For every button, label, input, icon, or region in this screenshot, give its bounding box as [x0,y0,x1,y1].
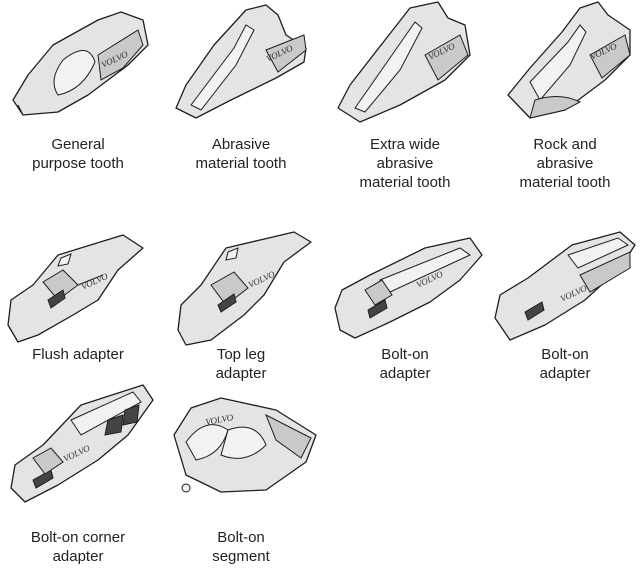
extra-wide-abrasive-tooth-illustration: VOLVO [330,0,480,130]
caption-general-purpose-tooth: General purpose tooth [3,135,153,173]
caption-abrasive-material-tooth: Abrasive material tooth [166,135,316,173]
bolt-on-adapter-2-illustration: VOLVO [490,225,640,355]
caption-flush-adapter: Flush adapter [3,345,153,364]
caption-bolt-on-adapter-1: Bolt-on adapter [330,345,480,383]
caption-rock-abrasive-tooth: Rock and abrasive material tooth [490,135,640,192]
flush-adapter-illustration: VOLVO [3,225,153,355]
bolt-on-segment-illustration: VOLVO [166,380,316,510]
bolt-on-adapter-illustration: VOLVO [330,225,480,355]
caption-bolt-on-segment: Bolt-on segment [166,528,316,566]
abrasive-material-tooth-illustration: VOLVO [166,0,316,130]
bolt-on-corner-adapter-illustration: VOLVO [3,380,153,510]
general-purpose-tooth-illustration: VOLVO [3,0,153,130]
caption-bolt-on-corner-adapter: Bolt-on corner adapter [3,528,153,566]
caption-top-leg-adapter: Top leg adapter [166,345,316,383]
caption-extra-wide-abrasive-tooth: Extra wide abrasive material tooth [330,135,480,192]
rock-abrasive-tooth-illustration: VOLVO [490,0,640,130]
top-leg-adapter-illustration: VOLVO [166,225,316,355]
caption-bolt-on-adapter-2: Bolt-on adapter [490,345,640,383]
